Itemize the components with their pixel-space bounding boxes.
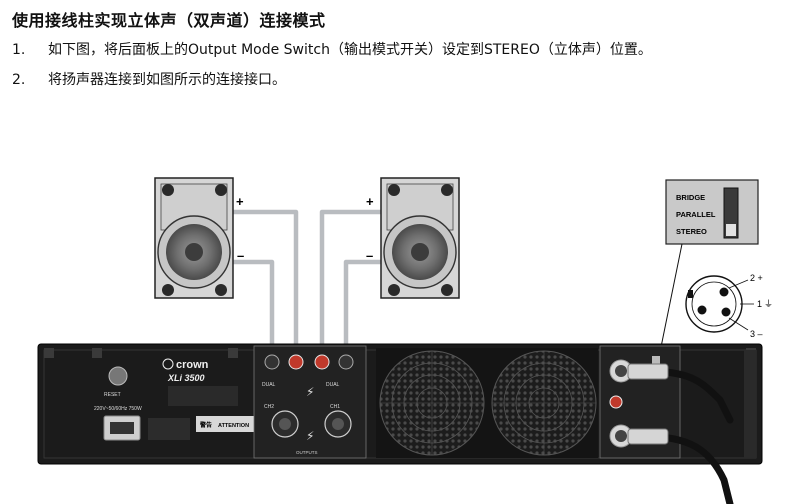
mode-option-bridge: BRIDGE xyxy=(676,193,705,202)
xlr-pin3-label: 3 – xyxy=(750,329,763,339)
rca-input[interactable] xyxy=(609,395,623,409)
left-minus-label: – xyxy=(237,248,244,263)
instruction-list: 1. 如下图，将后面板上的Output Mode Switch（输出模式开关）设… xyxy=(12,40,788,91)
step-number: 1. xyxy=(12,42,26,58)
right-minus-cable xyxy=(343,259,382,360)
xlr-cables xyxy=(627,363,734,504)
crown-logo-icon xyxy=(162,358,174,370)
xlr-pin2-label: 2 + xyxy=(750,273,763,283)
model-name: XLi 3500 xyxy=(167,373,205,383)
spec-text-block xyxy=(168,386,238,406)
lightning-icon: ⚡ xyxy=(306,429,314,443)
ground-icon: ⏚ xyxy=(764,299,773,310)
page-title: 使用接线柱实现立体声（双声道）连接模式 xyxy=(12,11,326,30)
cooling-fan-left xyxy=(379,350,485,456)
instruction-step: 1. 如下图，将后面板上的Output Mode Switch（输出模式开关）设… xyxy=(12,40,788,61)
rack-screw xyxy=(44,348,54,358)
caution-text-block xyxy=(148,418,190,440)
lightning-icon: ⚡ xyxy=(306,385,314,399)
outputs-label: OUTPUTS xyxy=(296,450,318,455)
warning-label xyxy=(196,416,258,432)
reset-button[interactable] xyxy=(108,366,128,386)
right-plus-label: + xyxy=(366,194,374,209)
ch2-label: CH2 xyxy=(264,404,274,410)
binding-post-ch2-pos[interactable] xyxy=(288,354,304,370)
speaker-cables xyxy=(232,209,382,360)
step-number: 2. xyxy=(12,72,26,88)
rack-screw xyxy=(92,348,102,358)
attention-label: ATTENTION xyxy=(218,423,249,429)
mode-switch-callout: BRIDGE PARALLEL STEREO xyxy=(659,179,759,353)
binding-post-ch1-neg[interactable] xyxy=(338,354,354,370)
wiring-diagram: + – + – BRIDGE PARALLEL STEREO 2 + 1 xyxy=(37,177,773,504)
instruction-step: 2. 将扬声器连接到如图所示的连接接口。 xyxy=(12,70,788,91)
left-plus-cable xyxy=(232,209,299,360)
amplifier-rear-panel: RESET crown XLi 3500 220V~50/60Hz 750W 警… xyxy=(37,343,763,465)
binding-post-ch2-neg[interactable] xyxy=(264,354,280,370)
xlr-pinout: 2 + 1 ⏚ 3 – xyxy=(685,273,773,339)
dual-label-ch2: DUAL xyxy=(262,382,276,388)
xlr-pin1-label: 1 xyxy=(757,299,762,309)
right-minus-label: – xyxy=(366,248,373,263)
brand-name: crown xyxy=(176,359,209,371)
left-minus-cable xyxy=(232,259,275,360)
left-plus-label: + xyxy=(236,194,244,209)
binding-post-ch1-pos[interactable] xyxy=(314,354,330,370)
svg-text:警告: 警告 xyxy=(199,421,212,429)
step-text: 将扬声器连接到如图所示的连接接口。 xyxy=(48,72,286,88)
xlr-plug-lower xyxy=(627,428,669,445)
cooling-fan-right xyxy=(491,350,597,456)
mode-switch-slider[interactable] xyxy=(726,224,736,236)
mode-option-parallel: PARALLEL xyxy=(676,210,716,219)
xlr-plug-upper xyxy=(627,363,669,380)
speaker-right: + – xyxy=(366,177,460,299)
power-rating: 220V~50/60Hz 750W xyxy=(94,406,142,412)
mode-option-stereo: STEREO xyxy=(676,227,707,236)
ch1-label: CH1 xyxy=(330,404,340,410)
rack-screw xyxy=(228,348,238,358)
dual-label-ch1: DUAL xyxy=(326,382,340,388)
reset-label: RESET xyxy=(104,392,121,398)
right-plus-cable xyxy=(319,209,382,360)
step-text: 如下图，将后面板上的Output Mode Switch（输出模式开关）设定到S… xyxy=(48,42,652,58)
speaker-left: + – xyxy=(154,177,244,299)
